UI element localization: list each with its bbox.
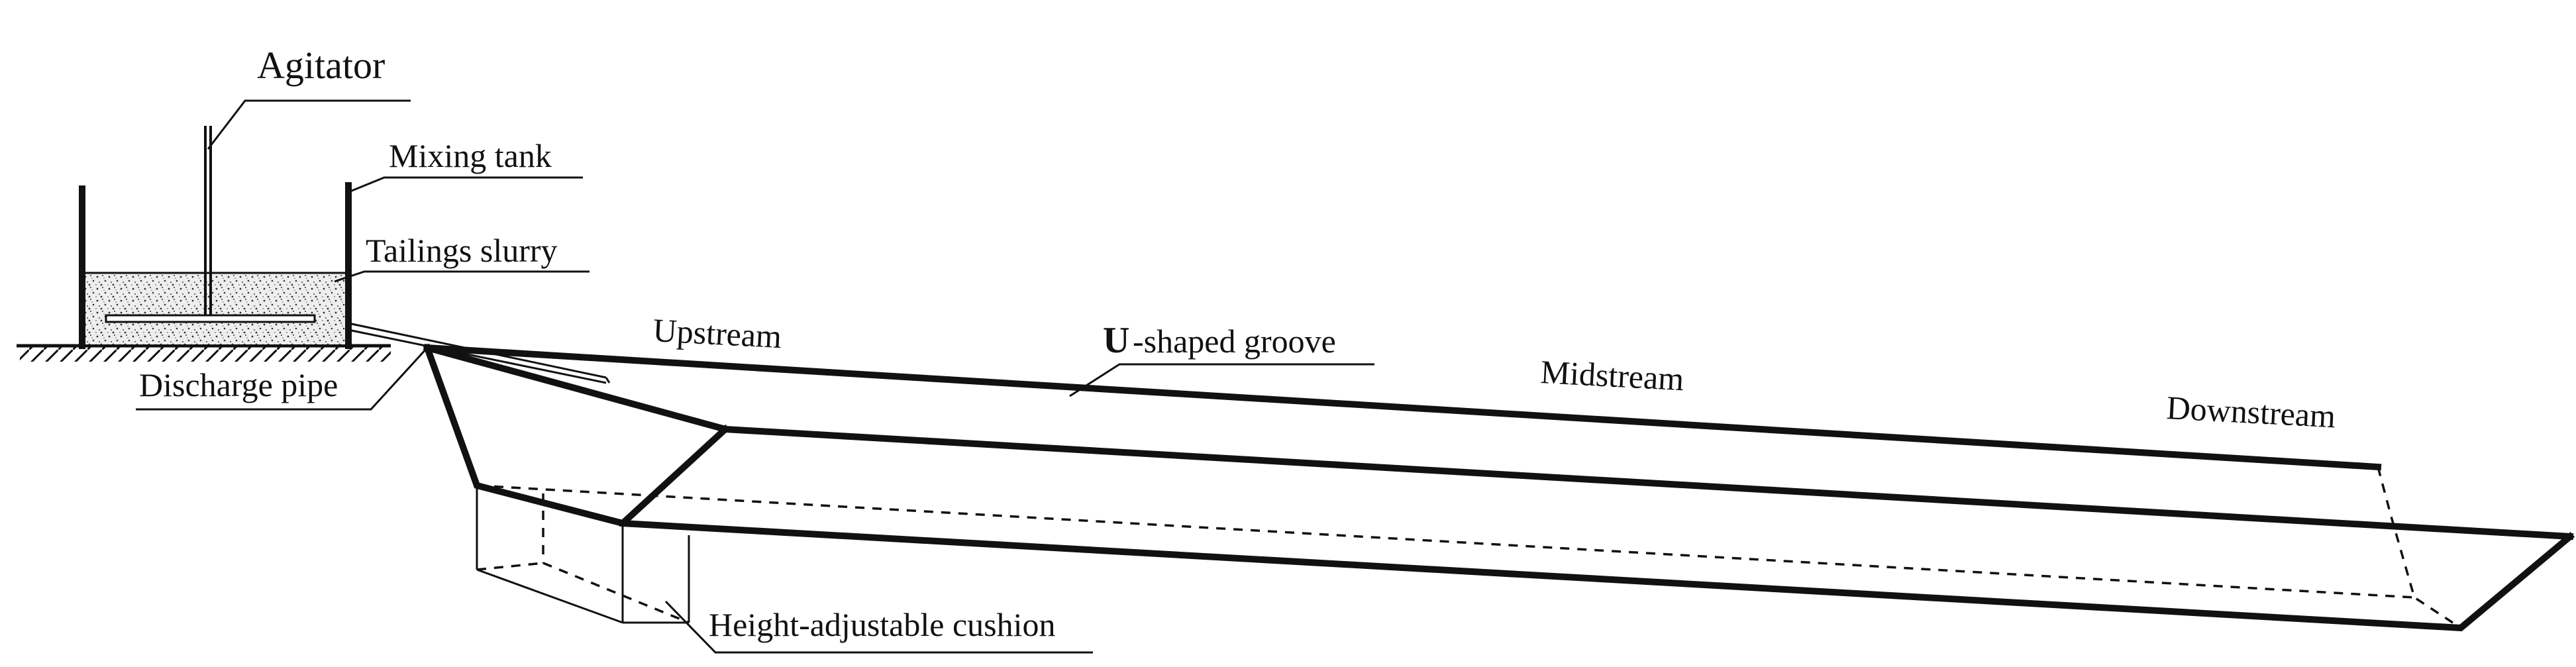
tailings-slurry-fill: [83, 273, 347, 344]
leader-lines: [136, 99, 1374, 654]
discharge-pipe-label: Discharge pipe: [139, 366, 338, 403]
mixing-tank-label: Mixing tank: [389, 137, 552, 174]
agitator: [105, 126, 316, 323]
groove-hidden-bottom: [476, 484, 2415, 599]
groove-hidden-end: [2377, 466, 2461, 629]
groove-top-far-edge: [423, 344, 2382, 471]
groove-entrance-profile: [423, 343, 731, 527]
midstream-label: Midstream: [1539, 353, 1684, 397]
u-shaped-groove: [423, 343, 2575, 632]
ground: [17, 344, 391, 362]
groove-prefix-glyph: U: [1103, 320, 1129, 361]
height-adjustable-cushion: [476, 486, 690, 624]
downstream-label: Downstream: [2165, 389, 2336, 435]
groove-near-top-edge: [423, 343, 2574, 540]
groove-label: U -shaped groove: [1103, 320, 1336, 361]
mixing-tank: [79, 182, 352, 349]
agitator-label: Agitator: [257, 44, 385, 87]
tailings-slurry-label: Tailings slurry: [366, 232, 558, 269]
upstream-label: Upstream: [652, 311, 782, 355]
cushion-label: Height-adjustable cushion: [709, 606, 1056, 643]
groove-label-text: -shaped groove: [1133, 323, 1336, 360]
